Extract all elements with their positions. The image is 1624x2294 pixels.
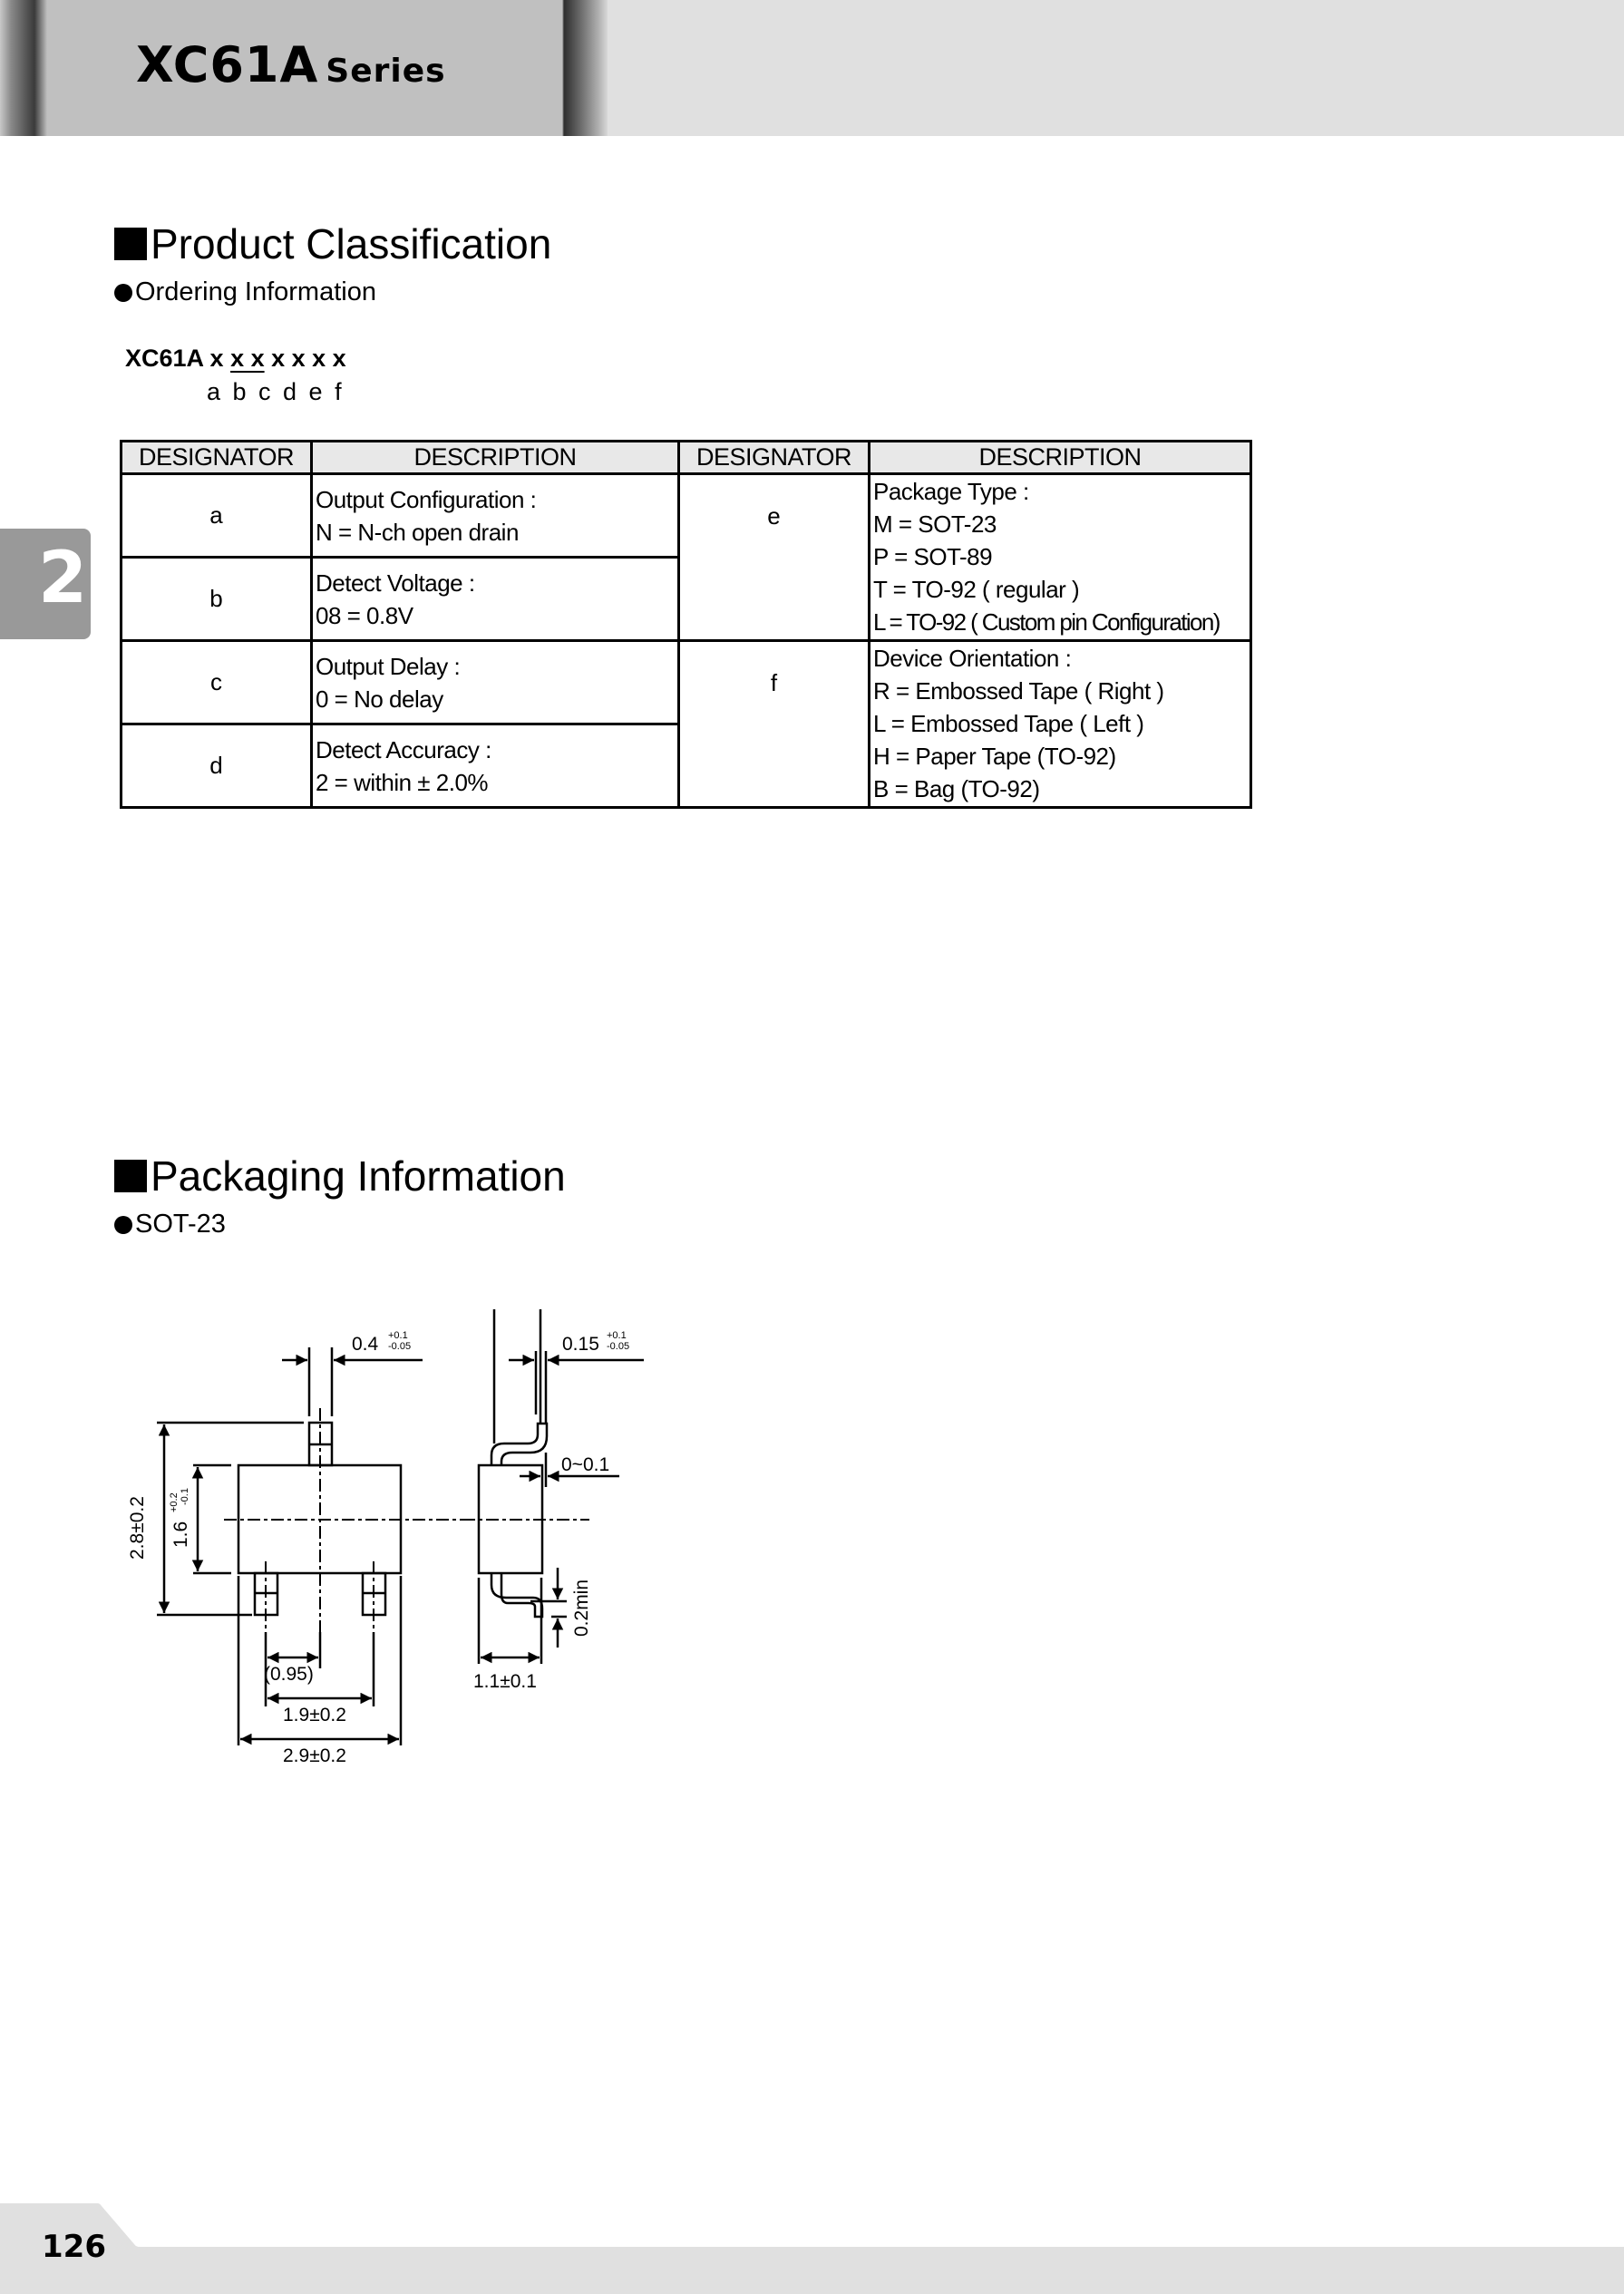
code-prefix: XC61A x	[125, 345, 231, 372]
description-line: T = TO-92 ( regular )	[873, 576, 1080, 603]
description-line: M = SOT-23	[873, 510, 997, 538]
subheading-sot23: SOT-23	[114, 1210, 226, 1239]
dim-lead-thickness: 0.15	[562, 1334, 599, 1355]
page-number: 126	[42, 2229, 106, 2265]
description-cell: Output Delay : 0 = No delay	[310, 639, 680, 725]
description-cell: Detect Accuracy : 2 = within ± 2.0%	[310, 723, 680, 809]
series-label: Series	[326, 53, 446, 90]
round-bullet-icon	[114, 283, 132, 302]
column-header: DESIGNATOR	[677, 440, 870, 475]
product-name: XC61A	[136, 36, 319, 93]
dim-foot-length: 0.2min	[571, 1579, 592, 1637]
designator-cell: f	[677, 639, 870, 809]
section-title: Product Classification	[151, 220, 552, 267]
side-view-body	[477, 1463, 544, 1575]
round-bullet-icon	[114, 1215, 132, 1234]
designator-cell: e	[677, 472, 870, 642]
chapter-number: 2	[38, 538, 88, 619]
dim-body-thickness: 1.1±0.1	[473, 1671, 537, 1692]
subheading-text: Ordering Information	[135, 277, 376, 306]
designator-cell: c	[120, 639, 313, 725]
ordering-code-letters: a b c d e f	[207, 378, 342, 405]
description-line: N = N-ch open drain	[316, 518, 519, 546]
description-line: B = Bag (TO-92)	[873, 775, 1040, 802]
column-header: DESIGNATOR	[120, 440, 313, 475]
designator-cell: a	[120, 472, 313, 559]
description-line: R = Embossed Tape ( Right )	[873, 677, 1164, 705]
designator-cell: b	[120, 556, 313, 642]
table-row: a Output Configuration : N = N-ch open d…	[120, 472, 1252, 642]
code-underlined-part: x x	[230, 345, 265, 372]
section-heading-packaging-information: Packaging Information	[114, 1152, 566, 1200]
description-line: Output Configuration :	[316, 485, 537, 513]
description-cell: Detect Voltage : 08 = 0.8V	[310, 556, 680, 642]
description-line: Detect Accuracy :	[316, 735, 491, 763]
description-line: Device Orientation :	[873, 645, 1072, 672]
dim-body-height-tolerance: +0.2 -0.1	[169, 1488, 190, 1512]
table-row: b Detect Voltage : 08 = 0.8V	[120, 556, 1251, 642]
description-line: Package Type :	[873, 478, 1029, 505]
square-bullet-icon	[114, 1160, 147, 1192]
section-heading-product-classification: Product Classification	[114, 219, 551, 268]
dim-overall-height: 2.8±0.2	[127, 1496, 148, 1560]
description-cell: Output Configuration : N = N-ch open dra…	[310, 472, 680, 559]
description-cell: Device Orientation : R = Embossed Tape (…	[868, 639, 1252, 809]
subheading-ordering-information: Ordering Information	[114, 277, 376, 307]
description-line: L = TO-92 ( Custom pin Configuration)	[873, 608, 1220, 636]
square-bullet-icon	[114, 228, 147, 260]
column-header: DESCRIPTION	[868, 440, 1252, 475]
column-header: DESCRIPTION	[310, 440, 680, 475]
description-line: 0 = No delay	[316, 685, 443, 713]
subheading-text: SOT-23	[135, 1210, 226, 1239]
description-line: L = Embossed Tape ( Left )	[873, 710, 1144, 737]
description-line: 2 = within ± 2.0%	[316, 768, 489, 796]
dim-lead-thickness-tolerance: +0.1 -0.05	[607, 1330, 630, 1352]
table-header-row: DESIGNATOR DESCRIPTION DESIGNATOR DESCRI…	[120, 440, 1252, 475]
description-line: P = SOT-89	[873, 543, 993, 570]
dim-pitch: (0.95)	[264, 1664, 314, 1685]
description-line: Output Delay :	[316, 652, 461, 680]
table-row: d Detect Accuracy : 2 = within ± 2.0%	[120, 723, 1251, 809]
header-title-tab	[0, 0, 608, 136]
ordering-table: DESIGNATOR DESCRIPTION DESIGNATOR DESCRI…	[120, 440, 1252, 809]
designator-cell: d	[120, 723, 313, 809]
dim-body-height: 1.6	[170, 1521, 191, 1548]
description-cell: Package Type : M = SOT-23 P = SOT-89 T =…	[868, 472, 1252, 642]
dim-lead-width-tolerance: +0.1 -0.05	[388, 1330, 412, 1352]
ordering-code: XC61A x x x x x x x	[125, 345, 346, 373]
description-line: H = Paper Tape (TO-92)	[873, 743, 1116, 770]
dim-body-length: 2.9±0.2	[283, 1745, 346, 1766]
chapter-tab: 2	[0, 529, 91, 639]
dim-standoff: 0~0.1	[561, 1454, 610, 1475]
description-line: 08 = 0.8V	[316, 601, 413, 629]
footer-band	[0, 2203, 1624, 2294]
table-row: c Output Delay : 0 = No delay f Device O…	[120, 639, 1252, 809]
description-line: Detect Voltage :	[316, 569, 475, 597]
dim-lead-span: 1.9±0.2	[283, 1705, 346, 1725]
dim-lead-width: 0.4	[352, 1334, 379, 1355]
section-title: Packaging Information	[151, 1152, 566, 1200]
code-rest: x x x x	[264, 345, 346, 372]
